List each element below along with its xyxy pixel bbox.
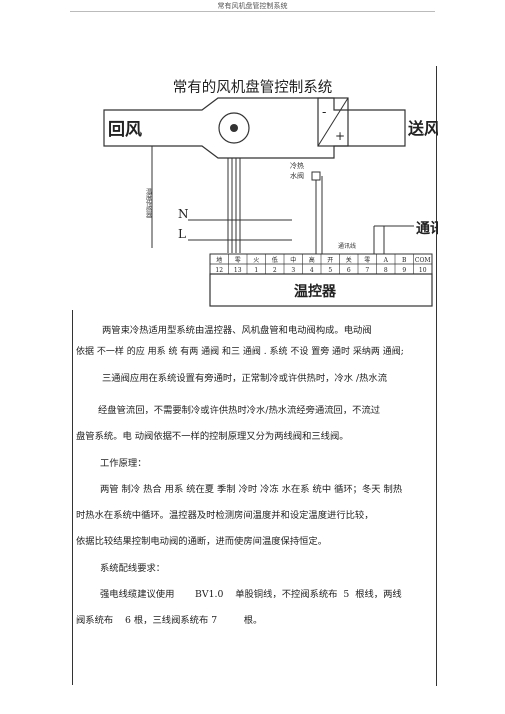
terminal-number: 4 xyxy=(310,267,314,274)
terminal-name: 关 xyxy=(346,256,352,264)
section-heading-wiring: 系统配线要求： xyxy=(100,563,166,574)
wiring-diagram-svg: - + 回风 送风 温度传感器 N L 冷热 水阀 通讯 通讯线 xyxy=(103,97,444,307)
coil-plus: + xyxy=(335,129,345,143)
coil-diagonal xyxy=(317,97,349,147)
frame-left-line xyxy=(72,310,73,685)
air-duct xyxy=(103,97,406,159)
section-heading-principle: 工作原理： xyxy=(100,458,147,469)
terminal-number: 1 xyxy=(254,267,258,274)
terminal-number: 7 xyxy=(365,267,369,274)
return-air-label: 回风 xyxy=(108,120,142,140)
terminal-number: 10 xyxy=(419,267,427,274)
terminal-number: 12 xyxy=(215,267,223,274)
terminal-number: 8 xyxy=(384,267,388,274)
terminal-number: 13 xyxy=(234,267,242,274)
terminal-name: 零 xyxy=(364,257,370,264)
terminal-number: 3 xyxy=(291,267,295,274)
terminal-name: 中 xyxy=(290,256,296,264)
terminal-number: 2 xyxy=(273,267,277,274)
paragraph-2: 依据 不一样 的应 用系 统 有两 通阀 和三 通阀 . 系统 不设 置旁 通时… xyxy=(76,347,404,357)
frame-right-line xyxy=(436,66,437,686)
comm-label: 通讯 xyxy=(416,221,438,237)
diagram-title: 常有的风机盘管控制系统 xyxy=(172,80,333,96)
terminal-name: B xyxy=(402,257,407,264)
terminal-number: 5 xyxy=(328,267,332,274)
paragraph-10: 阀系统布 6 根，三线阀系统布 7 根。 xyxy=(76,615,263,626)
paragraph-5: 盘管系统。电 动阀依据不一样的控制原理又分为两线阀和三线阀。 xyxy=(76,431,349,442)
controller-label: 温控器 xyxy=(294,283,337,300)
paragraph-4: 经盘管流回，不需要制冷或许供热时冷水/热水流经旁通流回，不流过 xyxy=(98,405,381,416)
coil-box xyxy=(317,97,349,147)
terminal-name: A xyxy=(383,257,389,264)
n-label: N xyxy=(178,207,189,221)
water-valve xyxy=(311,171,321,181)
terminal-name: 开 xyxy=(327,257,333,264)
terminal-name: 地 xyxy=(216,256,222,264)
header-rule xyxy=(70,11,435,12)
fan-icon xyxy=(218,112,250,144)
terminal-name: 火 xyxy=(253,257,259,264)
paragraph-8: 依据比较结果控制电动阀的通断，进而使房间温度保持恒定。 xyxy=(76,536,328,547)
terminal-name: 高 xyxy=(309,256,315,264)
terminal-number: 6 xyxy=(347,267,351,274)
paragraph-1: 两管束冷热适用型系统由温控器、风机盘管和电动阀构成。电动阀 xyxy=(102,325,372,336)
paragraph-7: 时热水在系统中循环。温控器及时检测房间温度并和设定温度进行比较， xyxy=(76,510,374,521)
paragraph-3: 三通阀应用在系统设置有旁通时，正常制冷或许供热时，冷水 /热水流 xyxy=(102,373,387,384)
terminal-labels: 地 12 零 13 火 1 低 2 中 3 高 4 开 5 关 6 零 7 A 8 B 9 COM 10 xyxy=(215,254,431,274)
terminal-number: 9 xyxy=(402,267,406,274)
valve-label-1: 冷热 xyxy=(290,161,304,170)
coil-minus: - xyxy=(322,105,326,120)
terminal-name: 低 xyxy=(272,256,278,264)
l-label: L xyxy=(178,227,186,241)
paragraph-6: 两管 制冷 热合 用系 统在夏 季制 冷时 冷冻 水在系 统中 循环；冬天 制热 xyxy=(100,484,403,495)
valve-label-2: 水阀 xyxy=(290,171,304,180)
page-header: 常有风机盘管控制系统 xyxy=(217,2,288,10)
terminal-name: 零 xyxy=(235,257,241,264)
wiring-diagram: - + 回风 送风 温度传感器 N L 冷热 水阀 通讯 通讯线 xyxy=(90,68,444,308)
supply-air-label: 送风 xyxy=(407,119,438,138)
fan-hub-icon xyxy=(230,124,238,132)
sensor-label: 温度传感器 xyxy=(145,187,152,219)
terminal-name: COM xyxy=(415,257,431,264)
paragraph-9: 强电线缆建议使用 BV1.0 单股铜线，不控阀系统布 5 根线，两线 xyxy=(100,589,402,600)
comm-line-label: 通讯线 xyxy=(338,242,356,250)
